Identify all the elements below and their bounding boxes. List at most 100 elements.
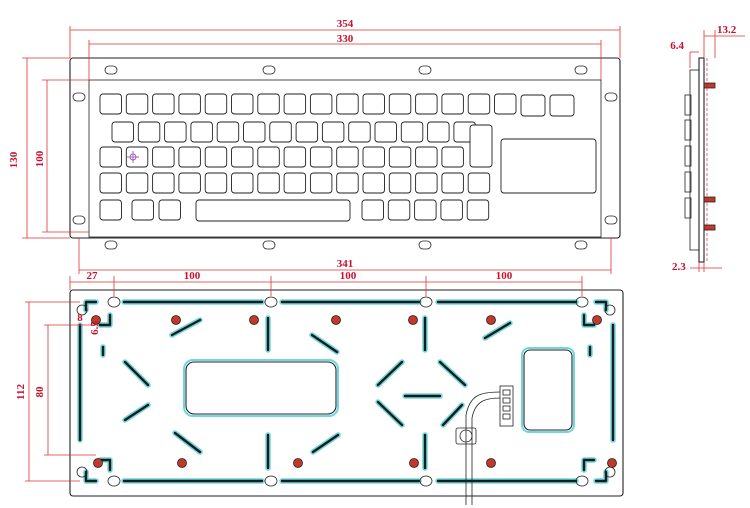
key <box>336 146 359 168</box>
key <box>131 199 154 221</box>
key <box>441 172 464 194</box>
side-view: 6.4 13.2 2.3 <box>670 24 745 273</box>
key <box>158 199 181 221</box>
screw-boss <box>331 315 341 325</box>
key <box>336 172 359 194</box>
dim-overall-width: 354 <box>69 18 621 58</box>
mounting-hole <box>262 240 276 250</box>
mounting-hole <box>574 240 588 250</box>
mouse-button-right <box>549 94 575 117</box>
mounting-hole <box>76 466 88 478</box>
dim-label: 2.3 <box>672 261 686 273</box>
mounting-hole <box>107 296 121 308</box>
dim-rear-small: 8 6.5 <box>77 312 101 335</box>
rear-cavity-large <box>185 361 337 415</box>
mounting-hole <box>418 65 432 75</box>
screw-boss <box>592 315 602 325</box>
mounting-hole <box>575 475 589 487</box>
dim-keyfield-width: 330 <box>88 33 602 80</box>
key <box>415 146 438 168</box>
key <box>440 199 463 221</box>
side-keys <box>684 94 692 219</box>
dim-side-thickness-top: 6.4 <box>670 40 699 68</box>
screw-boss <box>607 458 617 468</box>
dim-label: 330 <box>337 33 354 45</box>
dim-label: 100 <box>34 150 46 167</box>
mounting-hole <box>104 240 118 250</box>
screw-boss <box>91 315 101 325</box>
dim-front-height: 130 <box>8 57 70 239</box>
screw-boss <box>293 458 303 468</box>
side-plate <box>698 57 705 263</box>
rear-cavity-glow <box>521 347 575 433</box>
key <box>99 146 122 168</box>
mounting-hole <box>419 475 433 487</box>
mounting-hole <box>264 296 278 308</box>
key <box>427 121 450 143</box>
dim-hole-spacing: 341 <box>78 238 612 274</box>
mounting-hole <box>72 92 86 102</box>
cable-clamp-body <box>455 427 477 445</box>
front-keys <box>99 93 517 221</box>
mounting-hole <box>104 65 118 75</box>
touchpad <box>500 138 597 194</box>
key <box>374 121 397 143</box>
key <box>99 199 122 221</box>
key <box>387 199 411 221</box>
dim-label: 112 <box>15 384 27 400</box>
key <box>152 93 175 115</box>
dim-label: 100 <box>496 270 513 282</box>
key <box>388 172 412 194</box>
screw-boss <box>409 458 419 468</box>
side-key <box>684 94 692 116</box>
cable <box>465 391 501 505</box>
dim-label: 100 <box>184 270 201 282</box>
key <box>269 121 292 143</box>
key <box>388 146 412 168</box>
mounting-hole <box>107 475 121 487</box>
key <box>309 93 333 115</box>
dim-rear-edge-offset: 27 <box>69 270 115 296</box>
dim-label: 80 <box>34 386 46 398</box>
rear-cavity-glow <box>183 359 339 417</box>
space-bar <box>195 199 351 222</box>
dim-rear-inner-height: 80 <box>34 324 96 456</box>
tall-key <box>469 124 493 168</box>
mounting-hole <box>262 65 276 75</box>
key <box>111 121 134 143</box>
mounting-hole <box>76 304 88 316</box>
cable-clamp <box>459 429 473 443</box>
key <box>257 146 280 168</box>
key <box>362 93 385 115</box>
stud <box>703 224 716 231</box>
rear-plate <box>69 289 624 497</box>
key <box>164 121 187 143</box>
screw-boss <box>486 315 496 325</box>
key <box>415 93 438 115</box>
key <box>152 146 175 168</box>
rear-ribs <box>77 299 616 484</box>
key <box>441 146 464 168</box>
mounting-hole <box>574 65 588 75</box>
side-key <box>684 145 692 167</box>
key <box>400 121 424 143</box>
screw-boss <box>249 315 259 325</box>
key <box>466 199 490 221</box>
key <box>99 172 122 194</box>
key <box>257 172 280 194</box>
screw-boss <box>177 458 187 468</box>
key <box>231 172 254 194</box>
key <box>283 146 307 168</box>
mounting-hole <box>418 240 432 250</box>
connector-pin <box>502 413 511 420</box>
rear-connector <box>455 385 514 505</box>
key <box>204 93 228 115</box>
side-body <box>689 69 700 251</box>
key <box>362 172 385 194</box>
key <box>414 199 437 221</box>
connector-pin <box>502 397 511 404</box>
key <box>231 146 254 168</box>
mounting-hole <box>72 215 86 225</box>
mounting-hole <box>604 92 618 102</box>
dim-label: 13.2 <box>717 24 737 36</box>
